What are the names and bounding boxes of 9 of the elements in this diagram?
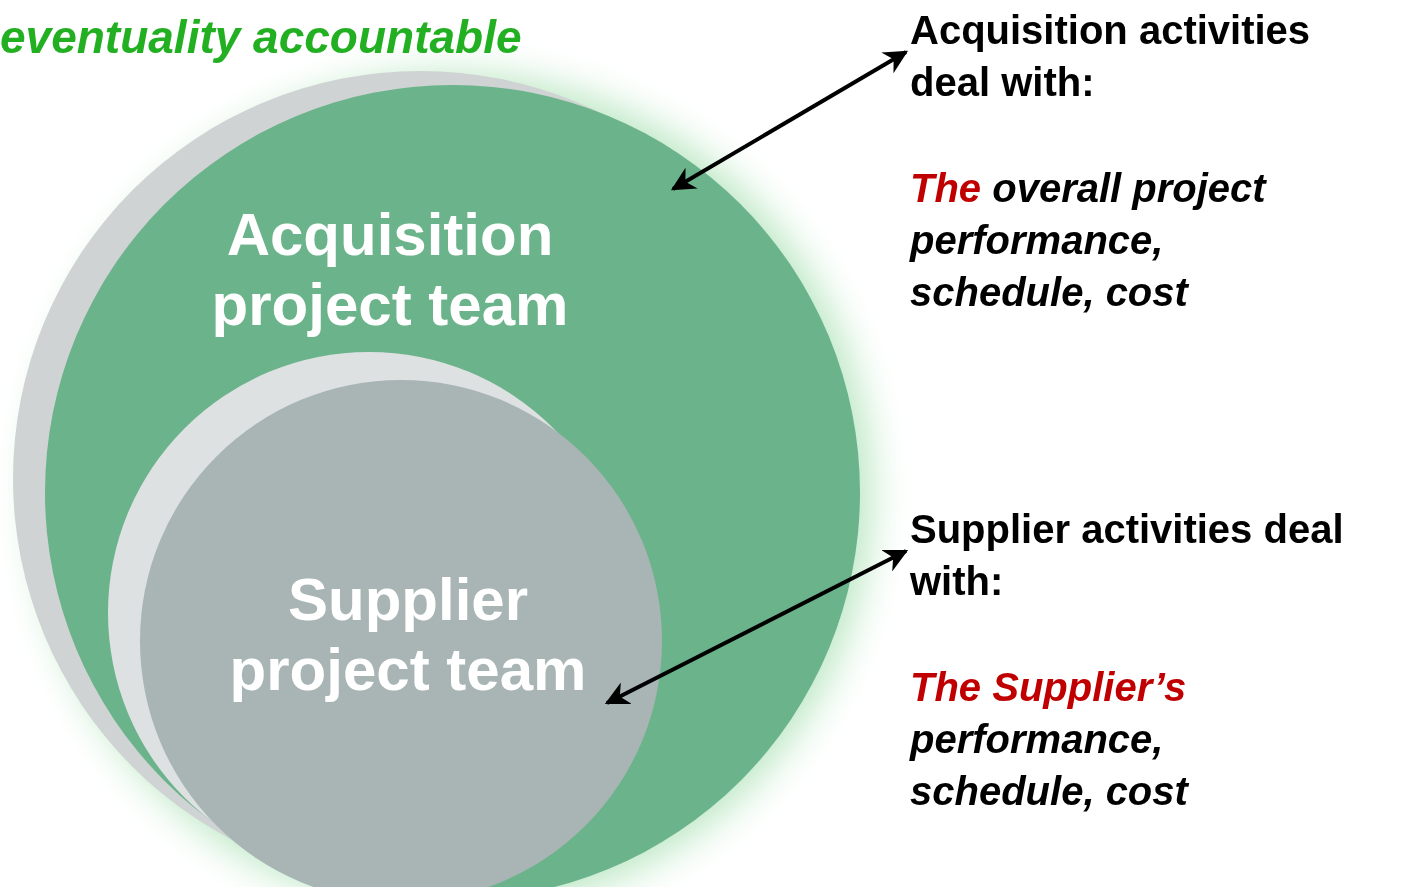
body-text: The Supplier’s performance, schedule, cost [910,664,1190,815]
circle-label: Supplier project team [228,565,588,705]
title-text: eventuality accountable [0,10,522,64]
double-headed-arrow [604,549,909,705]
heading-text: Acquisition activities deal with: [910,7,1312,106]
body-text: The overall project performance, schedule, cost [910,165,1268,316]
double-headed-arrow [670,50,909,191]
heading-text: Supplier activities deal with: [910,506,1345,605]
circle-label: Acquisition project team [210,200,570,340]
